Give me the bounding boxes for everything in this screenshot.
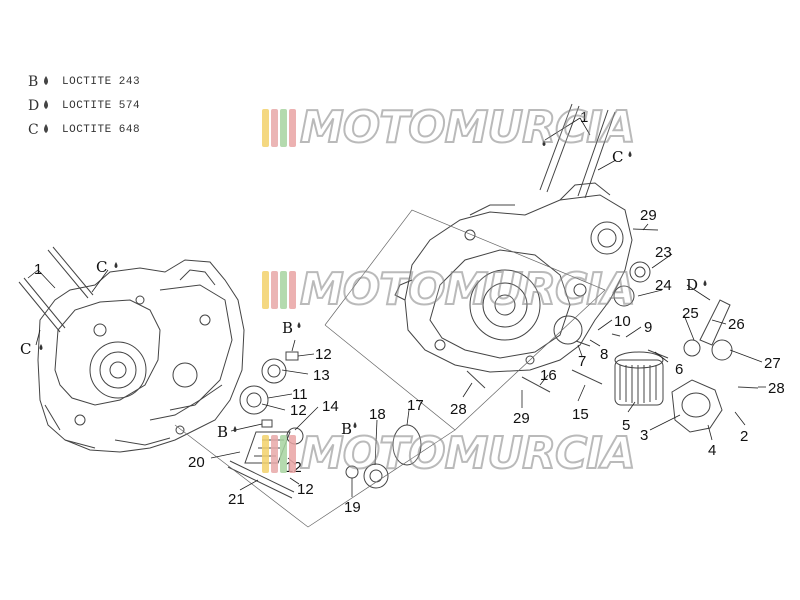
callout-1-right: 1 xyxy=(580,109,588,126)
callout-1-left: 1 xyxy=(34,261,42,278)
oil-filter-assembly xyxy=(614,299,759,433)
callout-29-top: 29 xyxy=(640,207,657,224)
legend-row-d: D LOCTITE 574 xyxy=(28,94,140,118)
legend-key: C xyxy=(28,122,39,138)
callout-c-right: C xyxy=(612,148,623,166)
legend-text: LOCTITE 574 xyxy=(62,100,141,112)
callout-14: 14 xyxy=(322,398,339,415)
right-crankcase-half xyxy=(394,182,633,373)
callout-b-mid: B xyxy=(341,420,352,438)
callout-12-b: 12 xyxy=(290,402,307,419)
assembly-guide-lines xyxy=(174,209,606,528)
callout-26: 26 xyxy=(728,316,745,333)
watermark-flag-icon xyxy=(262,435,296,473)
callout-c-left-bottom: C xyxy=(20,340,31,358)
callout-25: 25 xyxy=(682,305,699,322)
drop-icon xyxy=(42,75,62,89)
gear-shaft-parts xyxy=(227,351,299,499)
callout-5: 5 xyxy=(622,417,630,434)
callout-28-right: 28 xyxy=(768,380,785,397)
callout-11: 11 xyxy=(292,386,308,403)
callout-8: 8 xyxy=(600,346,608,363)
legend-row-c: C LOCTITE 648 xyxy=(28,118,140,142)
watermark-text: MOTOMURCIA xyxy=(299,102,637,153)
callout-18: 18 xyxy=(369,406,386,423)
callout-d: D xyxy=(686,276,698,294)
callout-c-left-top: C xyxy=(96,258,107,276)
callout-19: 19 xyxy=(344,499,361,516)
callout-13: 13 xyxy=(313,367,330,384)
callout-b-lower: B xyxy=(217,423,228,441)
loctite-legend: B LOCTITE 243 D LOCTITE 574 C LOCTITE 64… xyxy=(28,70,140,142)
callout-2: 2 xyxy=(740,428,748,445)
right-studs xyxy=(539,103,616,199)
callout-4: 4 xyxy=(708,442,716,459)
legend-text: LOCTITE 243 xyxy=(62,76,141,88)
bolts xyxy=(466,228,659,393)
watermark-text: MOTOMURCIA xyxy=(299,428,637,479)
callout-12-a: 12 xyxy=(315,346,332,363)
watermark-flag-icon xyxy=(262,271,296,309)
legend-row-b: B LOCTITE 243 xyxy=(28,70,140,94)
callout-24: 24 xyxy=(655,277,672,294)
callout-3: 3 xyxy=(640,427,648,444)
drop-icon xyxy=(42,123,62,137)
drop-icon xyxy=(42,99,62,113)
legend-key: B xyxy=(28,74,39,90)
callout-28-left: 28 xyxy=(450,401,467,418)
watermark-logo: MOTOMURCIA xyxy=(262,264,637,315)
callout-labels: 1 C C B 12 13 11 12 14 B 18 B 17 20 12 1… xyxy=(20,109,785,516)
left-studs xyxy=(18,246,94,333)
callout-16: 16 xyxy=(540,367,557,384)
callout-17: 17 xyxy=(407,397,424,414)
callout-15: 15 xyxy=(572,406,589,423)
callout-9: 9 xyxy=(644,319,652,336)
left-crankcase-half xyxy=(37,259,245,453)
callout-29-bottom: 29 xyxy=(513,410,530,427)
callout-27: 27 xyxy=(764,355,781,372)
watermark-text: MOTOMURCIA xyxy=(299,264,637,315)
callout-6: 6 xyxy=(675,361,683,378)
callout-23: 23 xyxy=(655,244,672,261)
callout-21: 21 xyxy=(228,491,245,508)
callout-10: 10 xyxy=(614,313,631,330)
watermark-logo: MOTOMURCIA xyxy=(262,428,637,479)
drop-symbols xyxy=(39,140,707,432)
callout-20: 20 xyxy=(188,454,205,471)
watermark-flag-icon xyxy=(262,109,296,147)
legend-text: LOCTITE 648 xyxy=(62,124,141,136)
callout-7: 7 xyxy=(578,353,586,370)
legend-key: D xyxy=(28,98,40,114)
callout-12-d: 12 xyxy=(297,481,314,498)
watermark-logo: MOTOMURCIA xyxy=(262,102,637,153)
callout-b-upper: B xyxy=(282,319,293,337)
